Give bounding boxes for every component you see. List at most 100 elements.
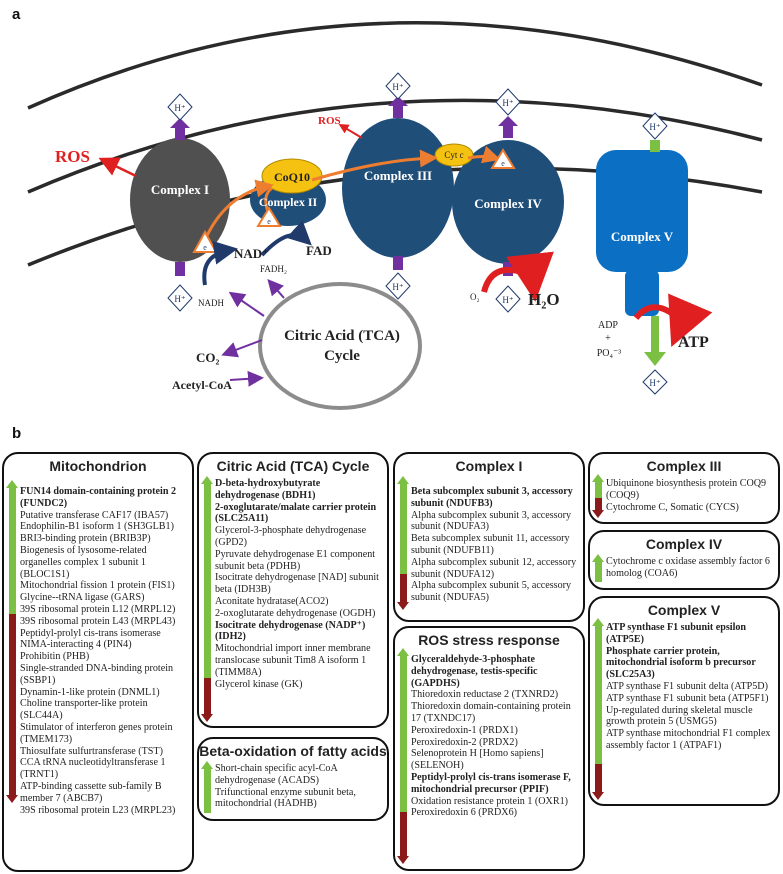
tca-cycle-shape — [258, 282, 422, 410]
protein-item: Alpha subcomplex subunit 5, accessory su… — [411, 580, 572, 604]
svg-text:H⁺: H⁺ — [649, 378, 660, 388]
complex-iv-box: Complex IV Cytochrome c oxidase assembly… — [588, 530, 780, 590]
ros-stress-box: ROS stress response Glyceraldehyde-3-pho… — [393, 626, 585, 871]
protein-item: ATP synthase F1 subunit delta (ATP5D) — [606, 680, 768, 692]
svg-text:H⁺: H⁺ — [649, 122, 660, 132]
protein-item: ATP synthase F1 subunit epsilon (ATP5E) — [606, 622, 747, 645]
complex-iii-label: Complex III — [364, 168, 432, 183]
protein-item: D-beta-hydroxybutyrate dehydrogenase (BD… — [215, 478, 321, 501]
protein-item: ATP synthase mitochondrial F1 complex as… — [606, 728, 771, 751]
protein-item: Cytochrome C, Somatic (CYCS) — [606, 501, 739, 513]
complex-v-proton-arrowhead — [644, 352, 666, 366]
h2o-label: H₂O — [528, 290, 560, 309]
etc-diagram: H⁺ H⁺ H⁺ H⁺ H⁺ H⁺ H⁺ H⁺ e e e — [27, 21, 763, 410]
tca-title-line1: Citric Acid (TCA) — [284, 328, 400, 344]
protein-item: Choline transporter-like protein (SLC44A… — [20, 698, 148, 722]
protein-item: Isocitrate dehydrogenase [NAD] subunit b… — [215, 572, 379, 596]
protein-item: Up-regulated during skeletal muscle grow… — [606, 704, 753, 728]
ros-label-top: ROS — [318, 115, 341, 127]
complex-iii-box: Complex III Ubiquinone biosynthesis prot… — [588, 452, 780, 524]
tca-arrows — [221, 278, 285, 387]
protein-item: Endophilin-B1 isoform 1 (SH3GLB1) — [20, 521, 174, 533]
protein-list: Ubiquinone biosynthesis protein COQ9 (CO… — [606, 478, 774, 513]
svg-text:e: e — [501, 159, 505, 168]
panel-b-label: b — [12, 425, 22, 442]
protein-item: Beta subcomplex subunit 3, accessory sub… — [411, 486, 573, 509]
protein-item: Peroxiredoxin 6 (PRDX6) — [411, 807, 517, 819]
complex-iv-label: Complex IV — [474, 196, 542, 211]
complex-iii-title: Complex III — [646, 458, 722, 474]
protein-item: Isocitrate dehydrogenase (NADP⁺) (IDH2) — [215, 619, 366, 643]
protein-item: Stimulator of interferon genes protein (… — [20, 721, 173, 745]
protein-item: Alpha subcomplex subunit 3, accessory su… — [411, 509, 572, 533]
protein-item: Trifunctional enzyme subunit beta, mitoc… — [215, 786, 356, 810]
complex-v-title: Complex V — [647, 602, 721, 618]
protein-list: D-beta-hydroxybutyrate dehydrogenase (BD… — [215, 478, 383, 690]
svg-text:e: e — [267, 217, 271, 226]
complex-i-label: Complex I — [151, 182, 209, 197]
protein-item: 39S ribosomal protein L43 (MRPL43) — [20, 615, 176, 627]
tca-title-line2: Cycle — [324, 348, 360, 364]
protein-item: 39S ribosomal protein L12 (MRPL12) — [20, 603, 176, 615]
complex-v-shape — [596, 140, 688, 316]
protein-item: Prohibitin (PHB) — [20, 651, 90, 663]
svg-text:H⁺: H⁺ — [174, 103, 185, 113]
protein-item: 2-oxoglutarate dehydrogenase (OGDH) — [215, 607, 376, 619]
svg-text:H⁺: H⁺ — [174, 294, 185, 304]
protein-item: Biogenesis of lysosome-related organelle… — [20, 544, 147, 580]
complex-v-label: Complex V — [611, 229, 674, 244]
complex-iv-shape — [452, 140, 564, 264]
fadh2-cycle-arrow — [260, 220, 312, 257]
adp-label: ADP — [598, 320, 618, 331]
nadh-label: NADH — [198, 298, 224, 308]
protein-item: Glycine--tRNA ligase (GARS) — [20, 592, 145, 604]
tca-box: Citric Acid (TCA) Cycle D-beta-hydroxybu… — [197, 452, 389, 728]
ros-label-left: ROS — [55, 147, 90, 166]
ros-arrow-left — [98, 157, 137, 178]
protein-item: Thiosulfate sulfurtransferase (TST) — [20, 745, 163, 757]
protein-list: Glyceraldehyde-3-phosphate dehydrogenase… — [411, 654, 579, 819]
tca-title: Citric Acid (TCA) Cycle — [216, 458, 370, 474]
protein-item: Peptidyl-prolyl cis-trans isomerase F, m… — [411, 771, 571, 795]
protein-item: ATP-binding cassette sub-family B member… — [20, 780, 162, 804]
fad-label: FAD — [306, 243, 332, 258]
acetyl-coa-label: Acetyl-CoA — [172, 378, 232, 392]
o2-label: O₂ — [470, 292, 480, 302]
mitochondrion-box: Mitochondrion FUN14 domain-containing pr… — [2, 452, 194, 872]
protein-item: Mitochondrial import inner membrane tran… — [215, 643, 371, 678]
complex-v-box: Complex V ATP synthase F1 subunit epsilo… — [588, 596, 780, 806]
protein-list: FUN14 domain-containing protein 2 (FUNDC… — [20, 486, 188, 816]
protein-item: Glycerol kinase (GK) — [215, 678, 303, 690]
svg-text:e: e — [203, 243, 207, 252]
svg-text:H⁺: H⁺ — [392, 282, 403, 292]
cytc-label: Cyt c — [444, 150, 463, 160]
protein-item: Thioredoxin reductase 2 (TXNRD2) — [411, 689, 559, 701]
protein-item: Glyceraldehyde-3-phosphate dehydrogenase… — [411, 654, 538, 689]
protein-item: Short-chain specific acyl-CoA dehydrogen… — [215, 763, 338, 786]
proton-channels — [170, 96, 518, 276]
plus-label: + — [605, 333, 611, 344]
co2-label: CO₂ — [196, 350, 220, 365]
fadh2-label: FADH₂ — [260, 264, 287, 274]
complex-v-proton-flow — [651, 316, 659, 354]
protein-item: Aconitate hydratase(ACO2) — [215, 595, 329, 607]
protein-list: ATP synthase F1 subunit epsilon (ATP5E)P… — [606, 622, 774, 752]
protein-item: Beta subcomplex subunit 11, accessory su… — [411, 533, 570, 556]
oxygen-reduction-arrow — [481, 251, 554, 302]
complex-ii-label: Complex II — [259, 195, 318, 209]
beta-oxidation-box: Beta-oxidation of fatty acids Short-chai… — [197, 737, 389, 821]
electron-labels: e e e — [203, 159, 505, 252]
complex-i-shape — [130, 138, 230, 262]
protein-item: Selenoprotein H [Homo sapiens] (SELENOH) — [411, 748, 544, 772]
protein-list: Beta subcomplex subunit 3, accessory sub… — [411, 486, 579, 604]
complex-i-title: Complex I — [455, 458, 523, 474]
protein-item: Oxidation resistance protein 1 (OXR1) — [411, 795, 568, 807]
panel-a-label: a — [12, 6, 21, 23]
proton-diamonds — [167, 72, 668, 395]
electron-markers — [192, 148, 516, 253]
complex-i-box: Complex I Beta subcomplex subunit 3, acc… — [393, 452, 585, 622]
po4-label: PO₄⁻³ — [597, 348, 622, 359]
svg-text:H⁺: H⁺ — [502, 295, 513, 305]
protein-item: Single-stranded DNA-binding protein (SSB… — [20, 662, 174, 686]
protein-item: ATP synthase F1 subunit beta (ATP5F1) — [606, 692, 769, 704]
